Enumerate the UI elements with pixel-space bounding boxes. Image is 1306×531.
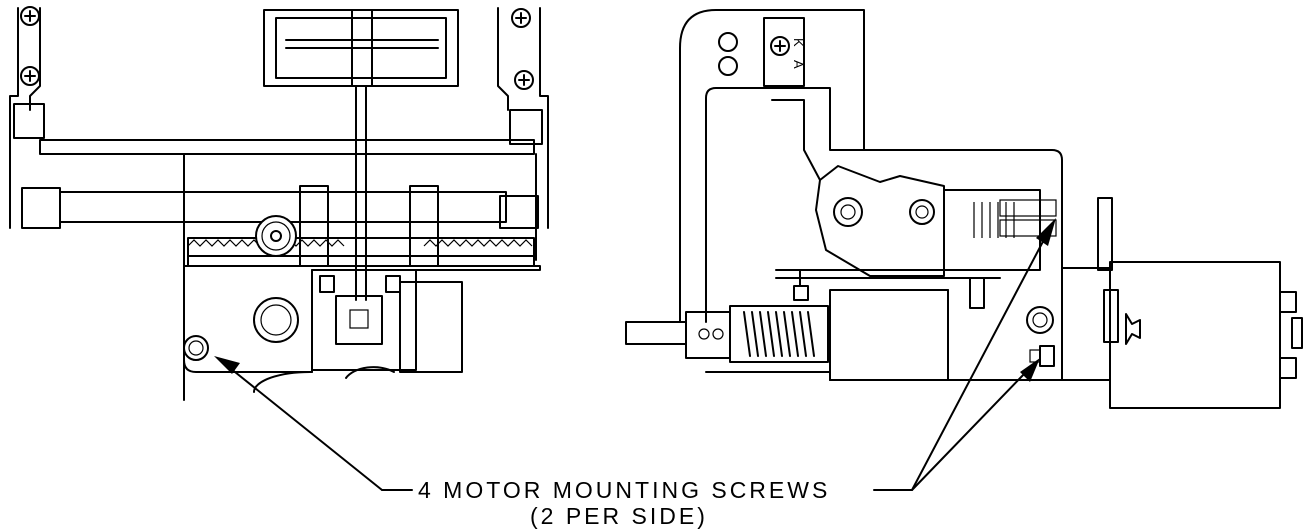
callout-label-line1: 4 MOTOR MOUNTING SCREWS bbox=[418, 477, 830, 503]
arrowhead-icon bbox=[214, 356, 240, 374]
arrowhead-icon bbox=[1020, 358, 1040, 382]
svg-text:A: A bbox=[791, 60, 806, 69]
phillips-screw-icon bbox=[20, 66, 40, 86]
left-side-bracket bbox=[9, 6, 61, 229]
hex-screw-icon bbox=[319, 275, 401, 293]
phillips-screw-icon bbox=[20, 6, 40, 26]
phillips-screw-icon bbox=[514, 70, 534, 90]
right-side-bracket bbox=[497, 7, 549, 229]
marking-letter: K bbox=[791, 38, 806, 47]
callout-leaders bbox=[214, 218, 1056, 491]
left-top-solenoid bbox=[263, 9, 459, 87]
right-view: K A bbox=[625, 9, 1303, 409]
left-mounting-screw bbox=[183, 335, 209, 361]
right-motor-body bbox=[943, 189, 1303, 409]
right-terminal-block: K A bbox=[763, 17, 806, 87]
left-rack-gear bbox=[187, 237, 535, 267]
right-middle-block bbox=[793, 269, 985, 381]
left-pinion-gear bbox=[255, 215, 297, 257]
right-outer-bracket bbox=[679, 9, 1063, 381]
phillips-screw-icon bbox=[511, 8, 531, 28]
marking-letter: A bbox=[791, 60, 806, 69]
callout-label-line2: (2 PER SIDE) bbox=[530, 503, 708, 529]
left-motor-housing bbox=[183, 265, 541, 393]
svg-text:K: K bbox=[791, 38, 806, 47]
arrowhead-icon bbox=[1036, 218, 1056, 246]
phillips-screw-icon bbox=[770, 36, 790, 56]
right-spring-assembly bbox=[625, 305, 1063, 381]
left-view bbox=[9, 6, 549, 401]
